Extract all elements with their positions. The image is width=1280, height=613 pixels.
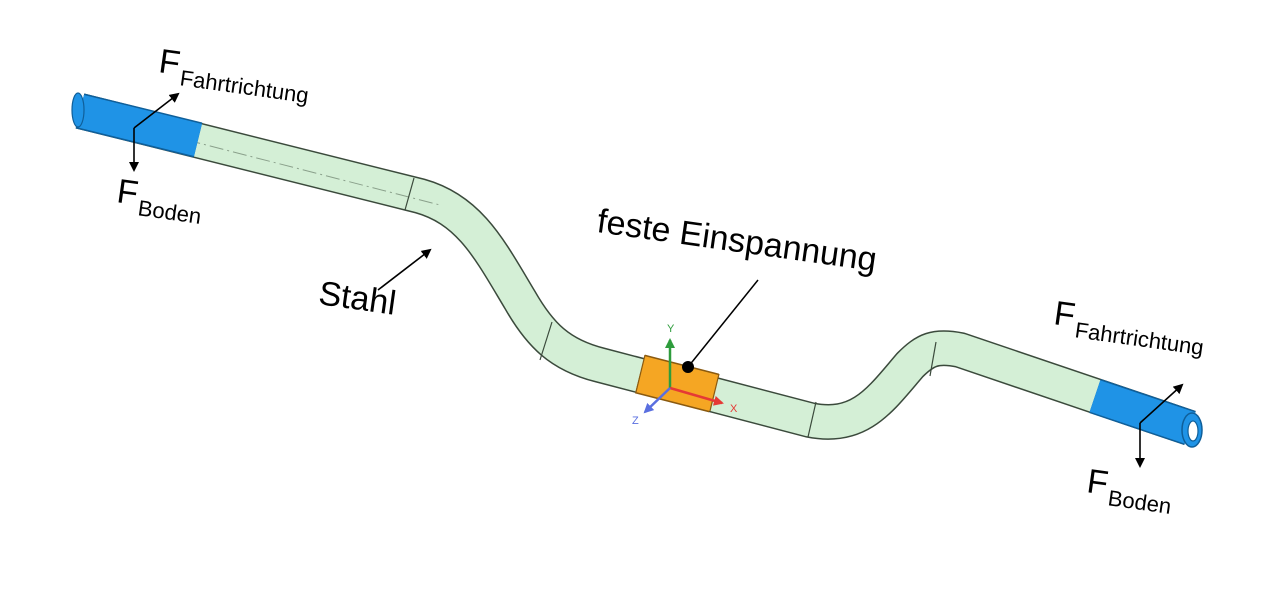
axis-z-arrow: [643, 387, 671, 414]
svg-text:F: F: [115, 172, 141, 213]
svg-text:Stahl: Stahl: [316, 274, 398, 322]
label-right-ground-force: F Boden: [1085, 462, 1173, 519]
pipe-steel: [75, 94, 1196, 444]
label-fixed-support: feste Einspannung: [595, 202, 879, 279]
right-travel-force-arrow: [1139, 383, 1184, 424]
seam-line: [539, 321, 553, 361]
svg-text:F: F: [1085, 462, 1111, 503]
label-right-travel-force: F Fahrtrichtung: [1052, 294, 1206, 360]
label-steel: Stahl: [316, 274, 398, 322]
seam-line: [929, 341, 937, 377]
axis-x-arrow: [669, 386, 724, 406]
svg-text:F: F: [157, 42, 183, 83]
coordinate-axes: Y X Z: [632, 323, 738, 427]
label-left-ground-force: F Boden: [115, 172, 203, 229]
seam-line: [404, 177, 415, 211]
svg-text:feste Einspannung: feste Einspannung: [595, 202, 879, 279]
label-left-travel-force: F Fahrtrichtung: [157, 42, 311, 108]
left-travel-force-arrow: [133, 92, 180, 129]
left-end-cap: [71, 92, 85, 128]
axis-y-label: Y: [667, 323, 675, 335]
svg-text:Boden: Boden: [1106, 485, 1172, 519]
steel-leader-arrow: [377, 248, 432, 291]
svg-text:Boden: Boden: [136, 195, 202, 229]
svg-text:Fahrtrichtung: Fahrtrichtung: [178, 65, 310, 108]
fixed-support-leader: [687, 279, 759, 368]
seam-line: [807, 401, 817, 438]
svg-text:F: F: [1052, 294, 1078, 335]
axis-z-label: Z: [632, 415, 639, 427]
svg-text:Fahrtrichtung: Fahrtrichtung: [1073, 317, 1205, 360]
axis-x-label: X: [730, 403, 738, 415]
